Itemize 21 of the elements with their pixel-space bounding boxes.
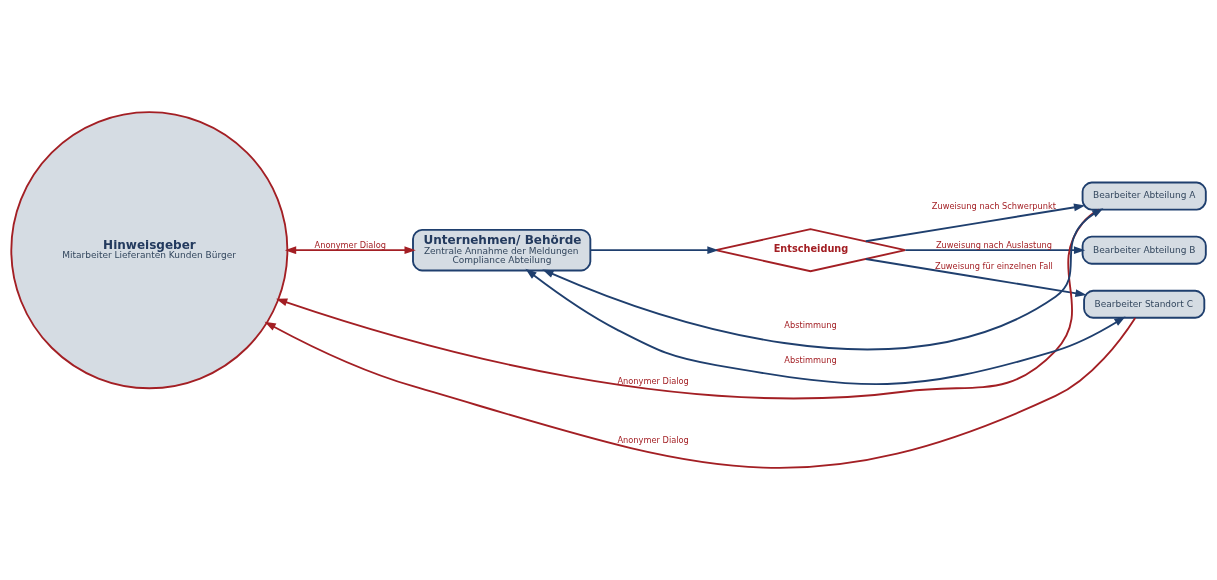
node-box: Unternehmen/ Behörde Zentrale Annahme der Meldungen Compliance Abteilung: [412, 228, 592, 272]
arrow: [284, 246, 416, 255]
edge-label: Anonymer Dialog: [314, 239, 386, 250]
edge-label: Abstimmung: [784, 354, 837, 365]
node-diamond: Entscheidung: [714, 228, 907, 273]
arrow: [525, 268, 1126, 385]
edge-label: Anonymer Dialog: [617, 375, 689, 386]
arrow: [864, 258, 1087, 298]
edge-label: Abstimmung: [784, 320, 837, 331]
node-box: Bearbeiter Abteilung A: [1081, 181, 1207, 211]
edge-label: Zuweisung nach Schwerpunkt: [931, 200, 1057, 211]
arrow: [904, 246, 1086, 255]
node-box: Bearbeiter Standort C: [1083, 289, 1206, 319]
edge-label: Anonymer Dialog: [617, 435, 689, 446]
edge-label: Zuweisung nach Auslastung: [935, 239, 1052, 250]
arrow: [264, 316, 1137, 469]
edge-label: Zuweisung für einzelnen Fall: [934, 260, 1053, 271]
node-box: Bearbeiter Abteilung B: [1081, 235, 1207, 265]
arrow: [589, 246, 719, 255]
arrow: [864, 203, 1086, 243]
arrow: [542, 208, 1104, 351]
